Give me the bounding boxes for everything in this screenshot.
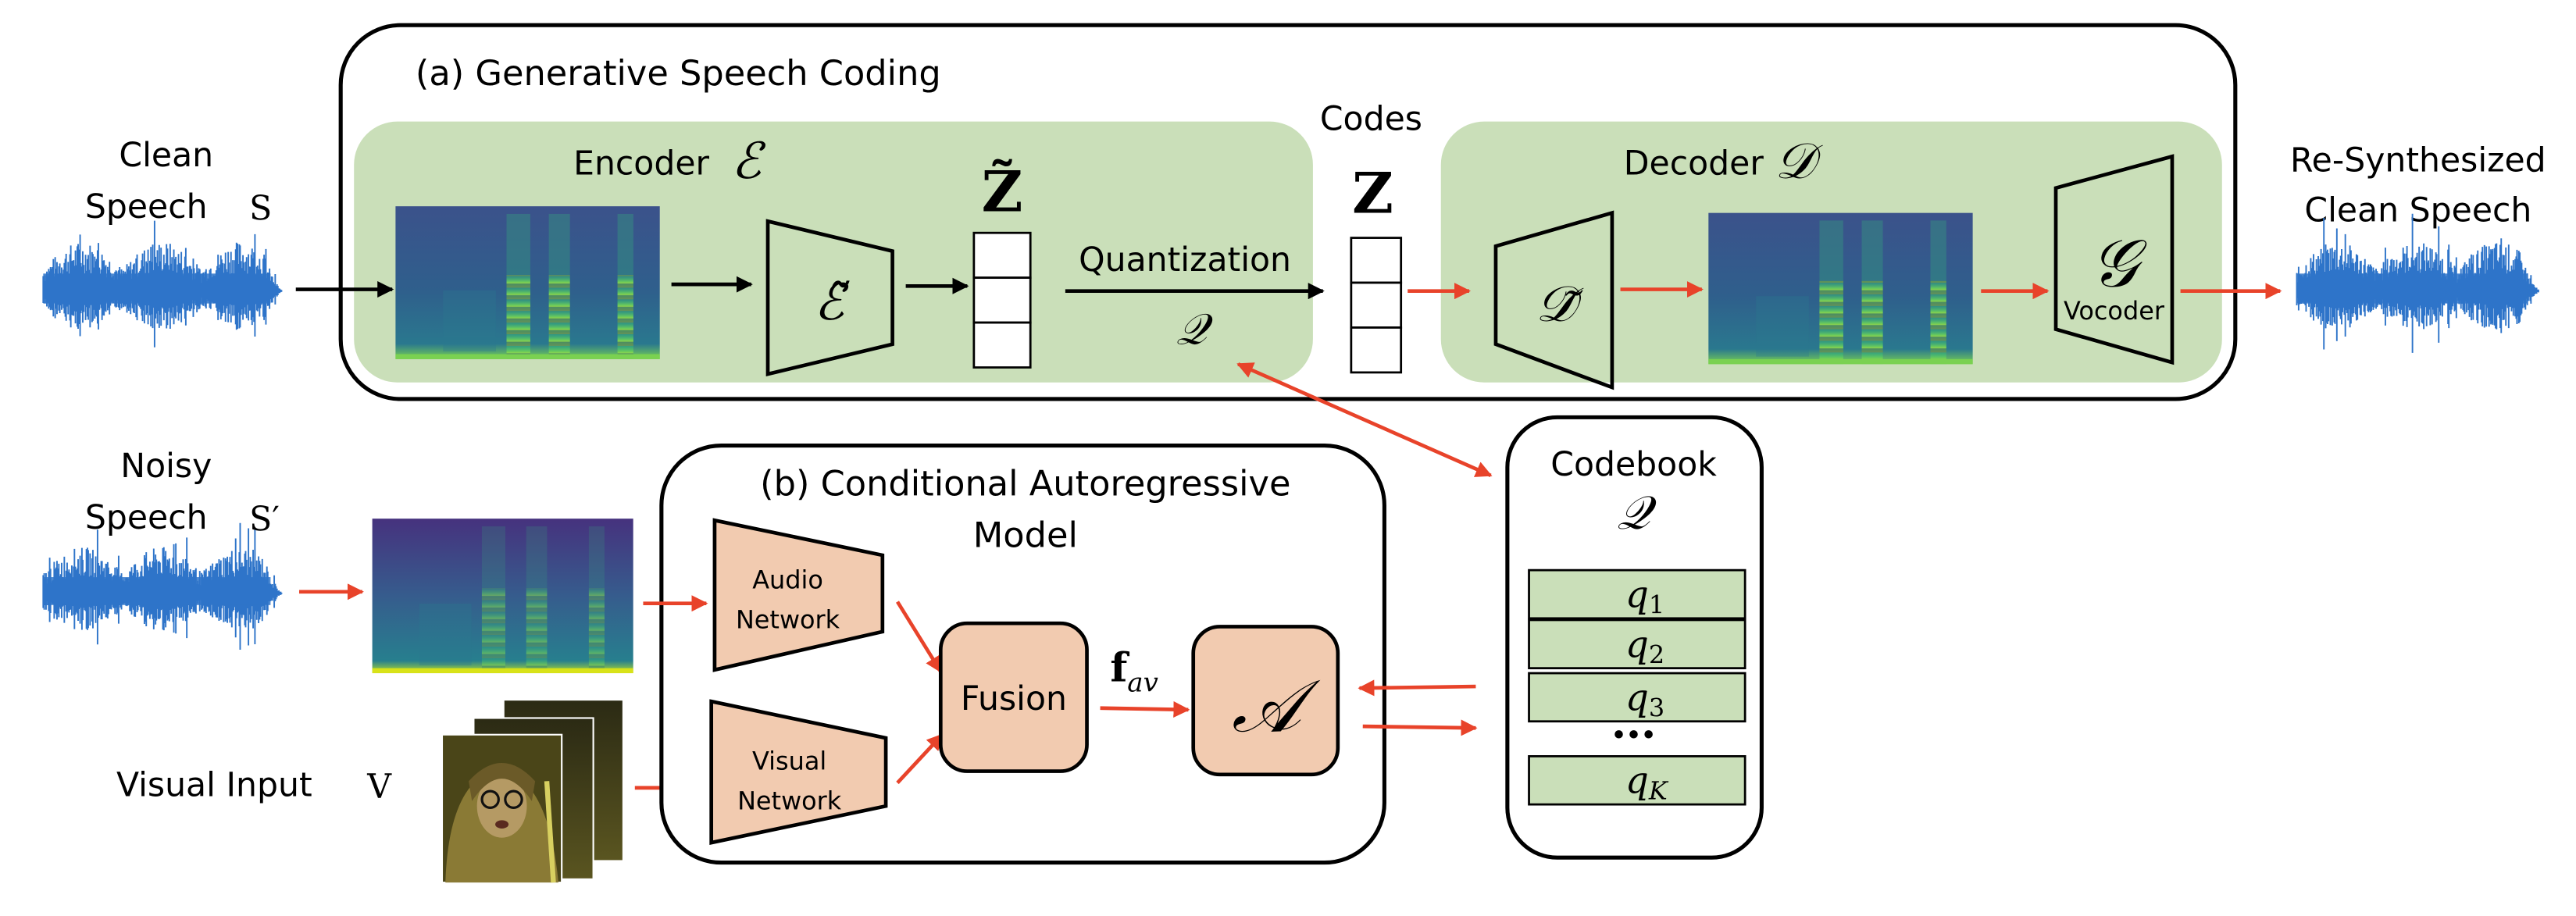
visual-input-symbol: V — [366, 768, 392, 807]
clean-speech-label-line2: Speech — [85, 188, 208, 226]
noisy-spectrogram-icon — [372, 519, 633, 674]
codebook-entry-base: q — [1625, 760, 1649, 802]
resynthesized-waveform-icon — [2296, 213, 2539, 353]
section-a-title: (a) Generative Speech Coding — [416, 53, 941, 94]
code-cell — [1350, 326, 1403, 374]
codebook-entry-base: q — [1625, 677, 1649, 719]
arrow-audio-to-fusion — [895, 601, 943, 673]
codebook-entry-subscript: K — [1648, 776, 1669, 806]
spectrogram-baseline — [1708, 358, 1973, 365]
waveform-core — [43, 273, 271, 304]
codebook-entry-label: q2 — [1625, 624, 1664, 670]
output-label-line2: Clean Speech — [2304, 191, 2531, 230]
codebook-entry-subscript: 3 — [1649, 693, 1664, 722]
noisy-speech-waveform-icon — [42, 522, 283, 650]
spectrogram-band — [419, 603, 472, 666]
fusion-block — [938, 621, 1089, 773]
codes-label: Codes — [1320, 100, 1422, 138]
output-label-line1: Re-Synthesized — [2290, 141, 2546, 180]
video-frame-face — [441, 733, 563, 884]
spectrogram-band — [1756, 296, 1809, 357]
autoregressive-model-block — [1191, 625, 1340, 777]
codebook-entry-label: q1 — [1625, 574, 1664, 620]
vocoder-block — [2053, 154, 2175, 365]
spectrogram-harmonics — [481, 588, 505, 671]
spectrogram-harmonics — [617, 275, 633, 356]
arrow-fusion-to-autoregressive — [1100, 700, 1190, 718]
spectrogram-baseline — [395, 354, 660, 359]
noisy-speech-label-line1: Noisy — [120, 447, 212, 486]
decoder-label: Decoder — [1624, 145, 1764, 184]
latent-cell — [972, 231, 1032, 280]
spectrogram-harmonics — [588, 588, 605, 671]
latent-cell — [972, 321, 1032, 369]
arrow-quantizer-codebook-link — [1236, 362, 1493, 477]
latent-vector — [972, 231, 1032, 369]
clean-spectrogram-icon — [395, 206, 660, 359]
spectrogram-harmonics — [506, 275, 530, 356]
arrow-autoregressive-to-codebook — [1362, 719, 1478, 736]
visual-input-label: Visual Input — [116, 766, 312, 804]
spectrogram-harmonics — [548, 275, 570, 356]
spectrogram-band — [443, 290, 496, 352]
codebook-entry-label: qK — [1625, 760, 1669, 806]
arrow-codebook-to-autoregressive — [1358, 679, 1476, 697]
spectrogram-harmonics — [526, 588, 548, 671]
visual-network-label-line2: Network — [737, 786, 842, 816]
audio-network-block — [712, 518, 885, 672]
audio-network-label-line2: Network — [736, 605, 840, 635]
codebook-entry-subscript: 2 — [1649, 640, 1664, 669]
codebook-entry-base: q — [1625, 624, 1649, 666]
spectrogram-harmonics — [1930, 280, 1946, 362]
feature-symbol: fav — [1110, 645, 1158, 699]
section-b-title-line2: Model — [973, 515, 1078, 555]
decoder-network-block — [1493, 210, 1614, 390]
codebook-entry — [1528, 618, 1746, 670]
clean-speech-waveform-icon — [42, 220, 283, 348]
encoder-label: Encoder — [573, 145, 709, 184]
visual-network-block — [709, 699, 888, 845]
video-frames-icon — [441, 699, 624, 884]
noisy-speech-label-line2: Speech — [85, 499, 208, 537]
codebook-entry-subscript: 1 — [1649, 590, 1664, 619]
vocoder-label: Vocoder — [2064, 296, 2165, 326]
feature-symbol-subscript: av — [1127, 667, 1158, 698]
clean-speech-label-line1: Clean — [119, 137, 213, 175]
feature-symbol-base: f — [1110, 645, 1129, 692]
waveform-core — [43, 577, 271, 605]
noisy-speech-symbol: S′ — [249, 501, 280, 539]
spectrogram-harmonics — [1819, 280, 1843, 362]
codebook-entry — [1528, 568, 1746, 620]
latent-cell — [972, 276, 1032, 324]
codebook-entry-label: q3 — [1625, 677, 1664, 723]
codebook-title: Codebook — [1550, 446, 1717, 484]
codebook-ellipsis: ••• — [1611, 722, 1656, 749]
waveform-core — [2296, 273, 2528, 304]
codes-vector — [1350, 237, 1403, 374]
section-b-title-line1: (b) Conditional Autoregressive — [760, 463, 1290, 504]
codebook-entry-base: q — [1625, 574, 1649, 616]
encoder-network-block — [765, 219, 894, 377]
spectrogram-harmonics — [1861, 280, 1883, 362]
encoder-symbol: ℰ — [731, 133, 766, 191]
fusion-label: Fusion — [961, 680, 1067, 718]
codebook-entry — [1528, 672, 1746, 723]
latent-symbol: Z̃ — [982, 158, 1023, 225]
spectrogram-baseline — [372, 668, 633, 674]
code-cell — [1350, 237, 1403, 284]
encoder-block-symbol: ℰ̃ — [814, 274, 850, 332]
codebook-entry — [1528, 755, 1746, 806]
audio-network-label-line1: Audio — [752, 565, 823, 595]
code-cell — [1350, 281, 1403, 329]
clean-speech-symbol: S — [249, 190, 272, 228]
arrow-visual-to-fusion — [896, 733, 944, 785]
codes-symbol: Z — [1352, 161, 1393, 227]
codebook-symbol: 𝒬 — [1617, 487, 1657, 540]
quantization-label: Quantization — [1079, 241, 1291, 280]
decoded-spectrogram-icon — [1708, 212, 1973, 365]
visual-network-label-line1: Visual — [752, 746, 826, 775]
